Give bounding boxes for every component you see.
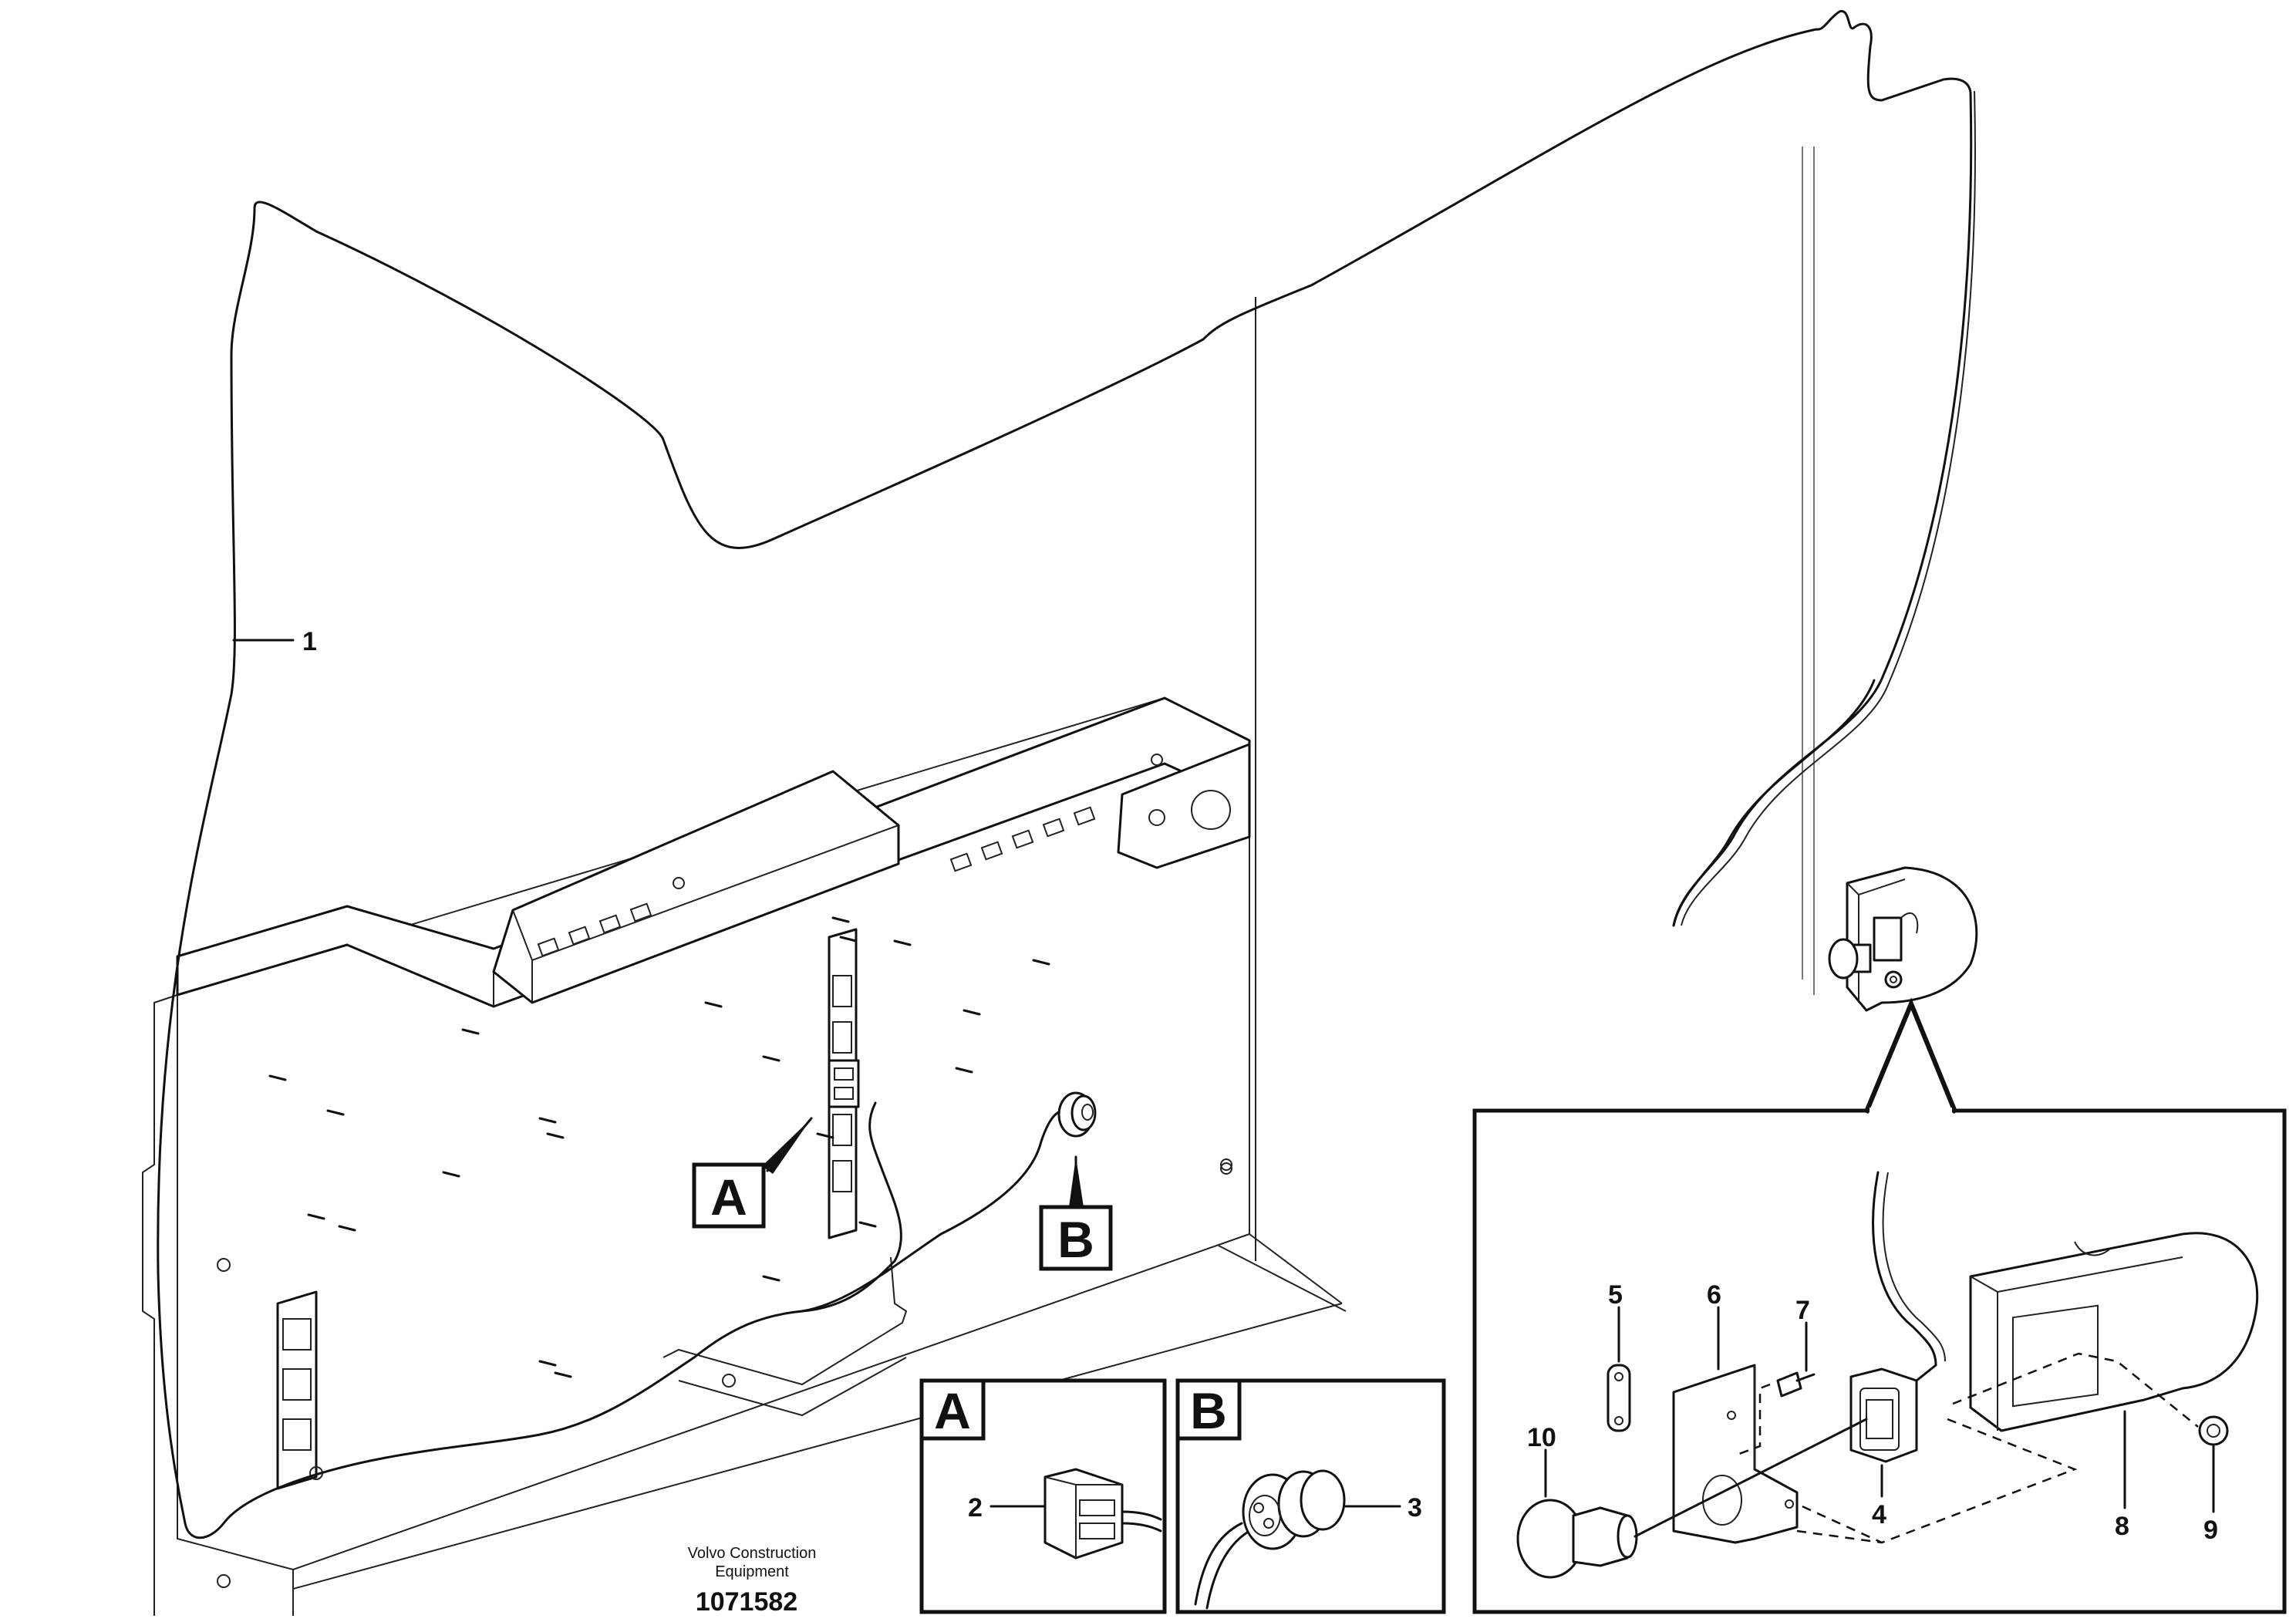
detail-exploded-view: 5 6 7 4: [1472, 1000, 2287, 1614]
view-a-marker-label: A: [710, 1168, 747, 1226]
svg-text:2: 2: [968, 1493, 983, 1523]
inset-a-label: A: [934, 1382, 971, 1439]
part-6-bracket: [1672, 1364, 1799, 1544]
view-marker-a: A: [692, 1117, 813, 1229]
svg-text:10: 10: [1527, 1423, 1556, 1452]
company-line-2: Equipment: [715, 1563, 789, 1580]
part-8-cover: [1969, 1232, 2259, 1432]
part-5-clip: [1607, 1364, 1631, 1432]
svg-text:5: 5: [1608, 1280, 1623, 1310]
switch-housing-installed: [1828, 866, 1978, 1012]
view-b-marker-label: B: [1057, 1211, 1094, 1268]
part-connector-3: [1194, 1469, 1346, 1610]
part-connector-2: [1043, 1468, 1162, 1560]
svg-text:6: 6: [1707, 1280, 1721, 1310]
svg-text:3: 3: [1408, 1493, 1422, 1523]
svg-text:9: 9: [2203, 1516, 2218, 1545]
part-7-screw: [1776, 1371, 1816, 1398]
company-line-1: Volvo Construction: [688, 1545, 817, 1562]
drawing-credit: Volvo Construction Equipment 1071582: [688, 1545, 817, 1617]
inset-b-label: B: [1190, 1382, 1227, 1439]
part-10-knob: [1516, 1418, 1868, 1579]
inset-view-a: A 2: [919, 1378, 1167, 1614]
svg-text:4: 4: [1872, 1500, 1886, 1529]
svg-text:7: 7: [1795, 1296, 1810, 1325]
callout-1: 1: [232, 627, 317, 656]
inset-view-b: B 3: [1175, 1378, 1446, 1614]
drawing-number: 1071582: [696, 1587, 797, 1617]
part-4-switch: [1849, 1364, 1937, 1463]
cab-structure: [142, 147, 1815, 1616]
harness-cable: [157, 10, 1976, 1539]
panel-studs: [268, 916, 1050, 1378]
part-9-nut: [2198, 1415, 2229, 1446]
connector-a-installed: [828, 1059, 860, 1108]
view-marker-b: B: [1039, 1155, 1113, 1271]
svg-text:1: 1: [302, 627, 317, 656]
connector-b-installed: [1057, 1091, 1097, 1138]
svg-text:8: 8: [2115, 1512, 2129, 1541]
detail-pointer: [1864, 997, 1957, 1111]
